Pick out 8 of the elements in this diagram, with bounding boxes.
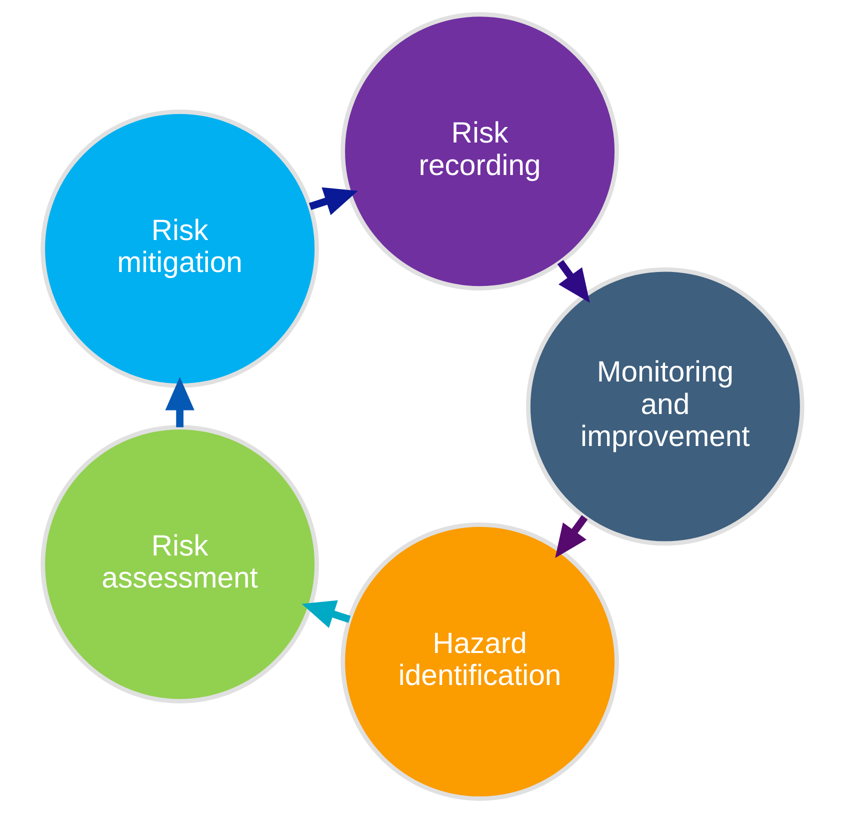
node-circle: Risk recording xyxy=(340,12,619,290)
arrow xyxy=(308,187,358,216)
node-circle: Risk mitigation xyxy=(40,110,319,388)
arrow xyxy=(302,600,351,628)
arrow xyxy=(165,376,194,428)
node-circle: Risk assessment xyxy=(40,425,319,704)
arrow xyxy=(557,260,590,303)
arrow xyxy=(555,515,588,558)
